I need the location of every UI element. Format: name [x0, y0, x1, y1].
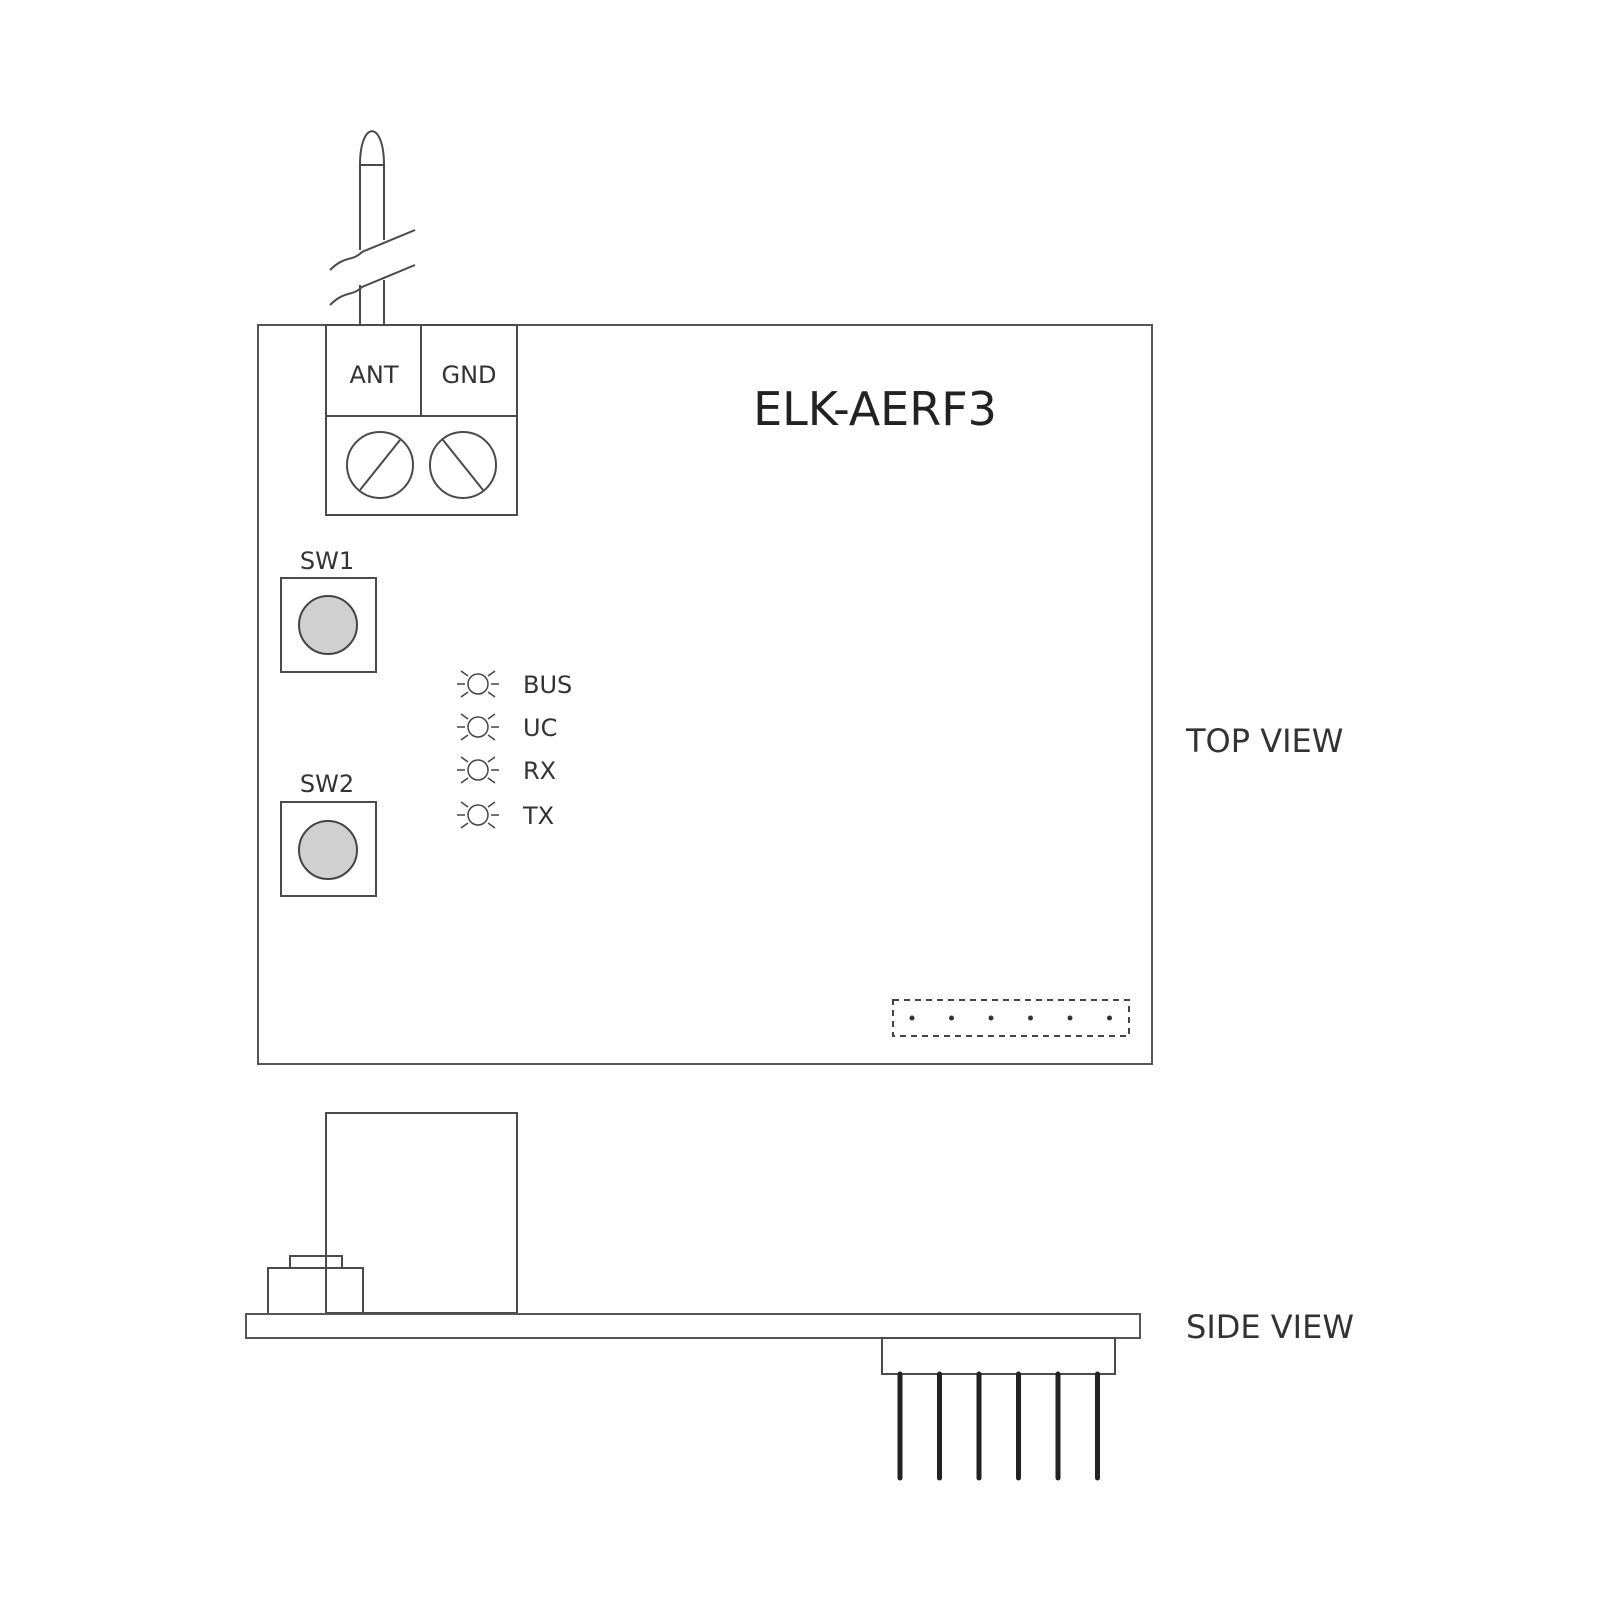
led-uc: UC: [457, 713, 557, 742]
terminal-label-ant: ANT: [349, 361, 398, 389]
switch-sw2: SW2: [280, 770, 377, 897]
led-rx: RX: [457, 756, 556, 785]
terminal-label-gnd: GND: [441, 361, 496, 389]
led-icon: [457, 756, 499, 784]
led-label: TX: [522, 802, 554, 830]
side-switch-body: [267, 1267, 364, 1316]
led-group: BUS UC RX TX: [457, 670, 572, 830]
led-icon: [457, 801, 499, 829]
header-pin-dot: [1028, 1015, 1033, 1021]
switch-label-sw2: SW2: [300, 770, 354, 798]
side-terminal-block: [325, 1112, 518, 1314]
led-icon: [457, 713, 499, 741]
terminal-screw-ant: [346, 431, 414, 499]
antenna-tip: [359, 130, 385, 235]
header-pin-dot: [1107, 1015, 1112, 1021]
led-label: RX: [523, 757, 556, 785]
switch-body-sw1: [280, 577, 377, 673]
switch-sw1: SW1: [280, 547, 377, 673]
led-label: BUS: [523, 671, 572, 699]
terminal-screw-gnd: [429, 431, 497, 499]
led-bus: BUS: [457, 670, 572, 699]
antenna-break-upper: [329, 229, 416, 271]
header-footprint: [892, 999, 1130, 1037]
terminal-block: ANT GND: [325, 324, 518, 516]
side-header-housing: [881, 1337, 1116, 1375]
header-pin-dot: [1067, 1015, 1073, 1021]
led-label: UC: [523, 714, 557, 742]
header-pin-dot: [949, 1015, 954, 1021]
side-pcb: [245, 1313, 1141, 1339]
header-footprint-outline: [892, 999, 1130, 1037]
switch-button-sw1: [298, 595, 358, 655]
side-view-label: SIDE VIEW: [1186, 1308, 1354, 1346]
top-view-label: TOP VIEW: [1185, 722, 1343, 760]
led-icon: [457, 670, 499, 698]
side-view: SIDE VIEW: [245, 1112, 1354, 1481]
switch-button-sw2: [298, 820, 358, 880]
model-name: ELK-AERF3: [753, 382, 997, 436]
header-pin-dot: [909, 1015, 915, 1021]
board-outline-top: [257, 324, 1153, 1065]
header-pin-dot: [988, 1015, 994, 1021]
switch-label-sw1: SW1: [300, 547, 354, 575]
led-tx: TX: [457, 801, 554, 830]
switch-body-sw2: [280, 801, 377, 897]
antenna-break-lower: [329, 264, 416, 306]
side-switch-button: [289, 1255, 343, 1269]
